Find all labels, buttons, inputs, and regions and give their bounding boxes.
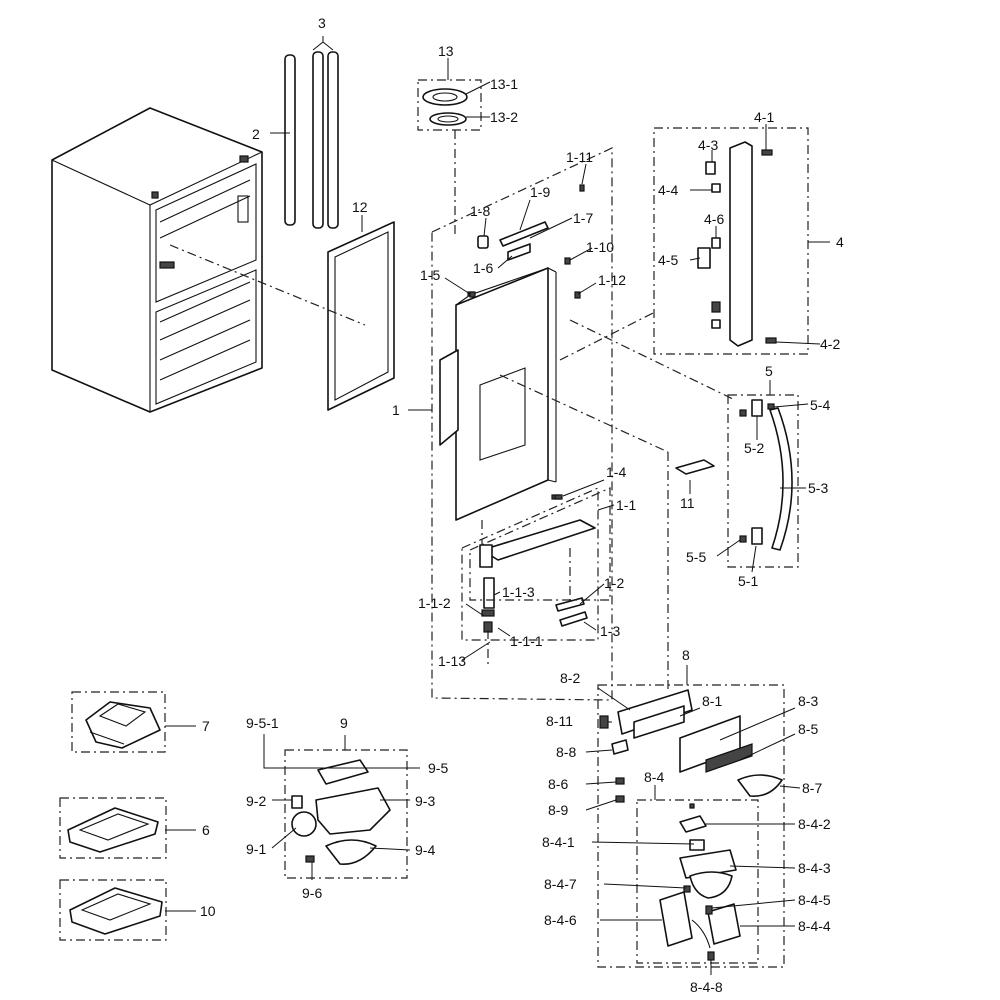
callout-8-4-1: 8-4-1 (542, 834, 575, 850)
group-box-10 (59, 879, 167, 941)
door-top-parts (469, 184, 585, 299)
callout-1-11: 1-11 (566, 149, 593, 165)
cap-parts-13 (422, 88, 468, 126)
callout-5-5: 5-5 (686, 549, 706, 565)
callout-1-1-2: 1-1-2 (418, 595, 451, 611)
door-bin-10 (69, 887, 163, 935)
callout-2: 2 (252, 126, 260, 142)
door-gasket-frame (327, 221, 395, 411)
control-panel-assembly-8 (599, 689, 783, 803)
callout-1-1: 1-1 (616, 497, 636, 513)
label-plate (675, 459, 715, 475)
dispenser-assembly (479, 494, 596, 633)
callout-1-10: 1-10 (586, 239, 614, 255)
callout-9-4: 9-4 (415, 842, 435, 858)
callout-4-3: 4-3 (698, 137, 718, 153)
callout-4-5: 4-5 (658, 252, 678, 268)
refrigerator-cabinet (51, 107, 263, 413)
callout-8-11: 8-11 (546, 713, 573, 729)
callout-8-6: 8-6 (548, 776, 568, 792)
callout-9-6: 9-6 (302, 885, 322, 901)
callout-5-3: 5-3 (808, 480, 828, 496)
callout-8-7: 8-7 (802, 780, 822, 796)
callout-9-3: 9-3 (415, 793, 435, 809)
callout-1: 1 (392, 402, 400, 418)
group-box-8 (597, 684, 785, 968)
callout-1-3: 1-3 (600, 623, 620, 639)
callout-5-2: 5-2 (744, 440, 764, 456)
callout-6: 6 (202, 822, 210, 838)
group-box-1-4 (469, 487, 611, 601)
callout-8-4-2: 8-4-2 (798, 816, 831, 832)
callout-9-5-1: 9-5-1 (246, 715, 279, 731)
group-box-1 (431, 147, 613, 701)
callout-8-4: 8-4 (644, 769, 664, 785)
group-box-1-1 (461, 487, 599, 641)
callout-8-9: 8-9 (548, 802, 568, 818)
callout-1-6: 1-6 (473, 260, 493, 276)
callout-1-4: 1-4 (606, 464, 626, 480)
callout-1-7: 1-7 (573, 210, 593, 226)
group-box-5 (727, 394, 799, 568)
callout-8-4-5: 8-4-5 (798, 892, 831, 908)
leader-lines (165, 36, 830, 975)
callout-1-2: 1-2 (604, 575, 624, 591)
callout-4: 4 (836, 234, 844, 250)
group-box-6 (59, 797, 167, 859)
callout-5: 5 (765, 363, 773, 379)
callout-1-13: 1-13 (438, 653, 466, 669)
callout-1-1-1: 1-1-1 (510, 633, 543, 649)
callout-1-9: 1-9 (530, 184, 550, 200)
door-bin-6 (67, 807, 159, 853)
callout-13: 13 (438, 43, 454, 59)
callout-labels: 2 3 12 13 13-1 13-2 1-11 1-9 1-8 1-7 1-1… (200, 15, 844, 995)
callout-8-4-8: 8-4-8 (690, 979, 723, 995)
callout-5-1: 5-1 (738, 573, 758, 589)
group-box-9 (284, 749, 408, 879)
callout-9-1: 9-1 (246, 841, 266, 857)
group-box-8-4 (636, 799, 759, 964)
group-box-4 (653, 127, 809, 355)
callout-8-4-3: 8-4-3 (798, 860, 831, 876)
callout-13-1: 13-1 (490, 76, 518, 92)
callout-4-2: 4-2 (820, 336, 840, 352)
callout-12: 12 (352, 199, 368, 215)
callout-9-5: 9-5 (428, 760, 448, 776)
callout-8-3: 8-3 (798, 693, 818, 709)
callout-5-4: 5-4 (810, 397, 830, 413)
callout-8: 8 (682, 647, 690, 663)
callout-1-1-3: 1-1-3 (502, 584, 535, 600)
callout-8-2: 8-2 (560, 670, 580, 686)
callout-9-2: 9-2 (246, 793, 266, 809)
callout-10: 10 (200, 903, 216, 919)
hinge-rail-assembly (697, 141, 777, 347)
callout-4-6: 4-6 (704, 211, 724, 227)
callout-4-1: 4-1 (754, 109, 774, 125)
callout-1-8: 1-8 (470, 203, 490, 219)
callout-8-4-6: 8-4-6 (544, 912, 577, 928)
callout-11: 11 (680, 495, 695, 511)
callout-8-4-7: 8-4-7 (544, 876, 577, 892)
callout-3: 3 (318, 15, 326, 31)
ice-maker-assembly-9 (291, 759, 391, 865)
callout-9: 9 (340, 715, 348, 731)
callout-8-1: 8-1 (702, 693, 722, 709)
door-bin-7 (85, 701, 161, 749)
assembly-lines (169, 130, 736, 690)
callout-8-4-4: 8-4-4 (798, 918, 831, 934)
callout-8-5: 8-5 (798, 721, 818, 737)
door-handle-assembly (739, 399, 793, 551)
callout-7: 7 (202, 718, 210, 734)
callout-13-2: 13-2 (490, 109, 518, 125)
door-gaskets (284, 51, 339, 229)
callout-1-12: 1-12 (598, 272, 626, 288)
group-box-7 (71, 691, 166, 753)
callout-8-8: 8-8 (556, 744, 576, 760)
dispenser-motor-assembly-8-4 (659, 803, 741, 961)
callout-4-4: 4-4 (658, 182, 678, 198)
callout-1-5: 1-5 (420, 267, 440, 283)
